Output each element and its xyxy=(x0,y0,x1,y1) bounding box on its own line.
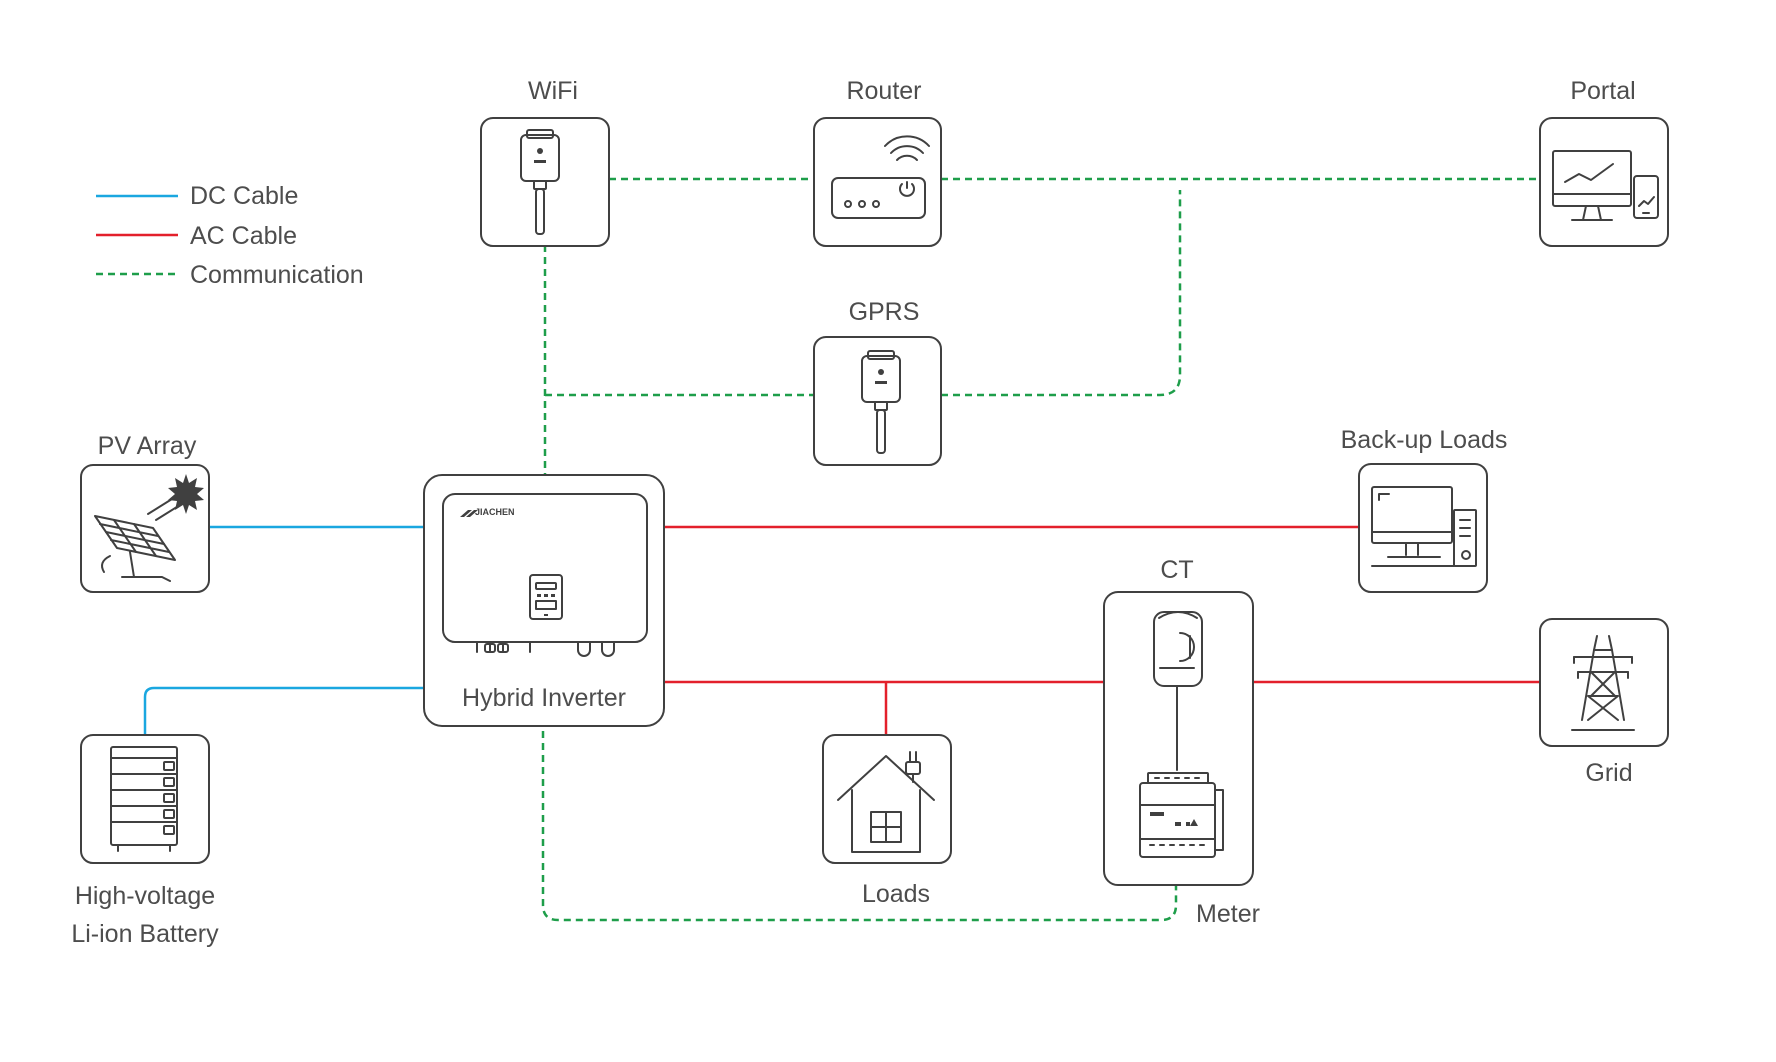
hybrid-inverter-label: Hybrid Inverter xyxy=(462,684,626,712)
battery-label-line1: High-voltage xyxy=(75,882,215,910)
grid-label: Grid xyxy=(1585,759,1632,787)
legend-ac-label: AC Cable xyxy=(190,222,297,250)
solar-panel-icon xyxy=(94,474,204,582)
ct-label: CT xyxy=(1160,556,1193,584)
battery-stack-icon xyxy=(110,746,178,852)
backup-loads-node: Back-up Loads xyxy=(1341,426,1508,593)
portal-node: Portal xyxy=(1539,77,1669,247)
backup-pc-icon xyxy=(1371,486,1477,567)
wifi-label: WiFi xyxy=(528,77,578,105)
loads-label: Loads xyxy=(862,880,930,908)
grid-node: Grid xyxy=(1539,618,1669,787)
gprs-node: GPRS xyxy=(813,298,942,466)
router-box xyxy=(813,117,942,247)
router-icon xyxy=(831,135,930,219)
gprs-label: GPRS xyxy=(849,298,920,326)
backup-loads-label: Back-up Loads xyxy=(1341,426,1508,454)
comm-inverter-meter xyxy=(541,731,1178,922)
legend-comm-label: Communication xyxy=(190,261,364,289)
loads-node: Loads xyxy=(822,734,952,908)
portal-box xyxy=(1539,117,1669,247)
battery-node: High-voltage Li-ion Battery xyxy=(71,734,219,948)
ct-meter-box xyxy=(1103,591,1254,886)
dc-lines xyxy=(143,525,424,735)
portal-monitor-icon xyxy=(1552,150,1659,221)
hybrid-inverter-node: JIACHEN Hybrid Inverter xyxy=(423,474,665,727)
router-label: Router xyxy=(846,77,921,105)
router-node: Router xyxy=(813,77,942,247)
battery-box xyxy=(80,734,210,864)
wifi-node: WiFi xyxy=(480,77,610,247)
battery-label-line2: Li-ion Battery xyxy=(71,920,219,948)
wifi-dongle-icon xyxy=(520,129,560,235)
inverter-brand: JIACHEN xyxy=(475,507,515,517)
portal-label: Portal xyxy=(1570,77,1635,105)
comm-gprs-portal xyxy=(941,190,1182,397)
legend: DC Cable AC Cable Communication xyxy=(96,182,364,289)
legend-dc-label: DC Cable xyxy=(190,182,298,210)
gprs-dongle-icon xyxy=(861,350,901,454)
pv-array-node: PV Array xyxy=(80,432,210,593)
grid-tower-icon xyxy=(1571,635,1635,731)
meter-icon xyxy=(1139,772,1224,858)
inverter-icon: JIACHEN xyxy=(442,493,648,657)
house-icon xyxy=(837,751,935,853)
communication-lines xyxy=(541,177,1540,922)
ct-meter-node: CT Meter xyxy=(1103,556,1260,928)
meter-label: Meter xyxy=(1196,900,1260,928)
pv-array-label: PV Array xyxy=(98,432,197,460)
dc-battery-inverter xyxy=(143,686,424,735)
ac-lines xyxy=(664,525,1540,735)
